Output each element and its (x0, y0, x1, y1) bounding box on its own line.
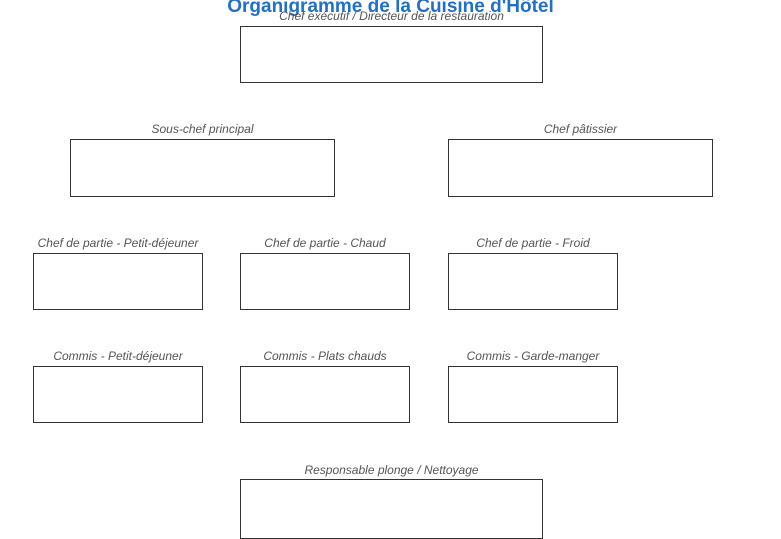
label-executive-chef: Chef exécutif / Directeur de la restaura… (279, 9, 504, 23)
box-cdp-breakfast (33, 253, 203, 310)
box-commis-hot (240, 366, 410, 423)
box-pastry-chef (448, 139, 713, 197)
label-commis-hot: Commis - Plats chauds (263, 349, 387, 363)
box-cdp-hot (240, 253, 410, 310)
label-commis-pantry: Commis - Garde-manger (466, 349, 600, 363)
box-executive-chef (240, 26, 543, 83)
box-commis-breakfast (33, 366, 203, 423)
label-cdp-breakfast: Chef de partie - Petit-déjeuner (37, 236, 199, 250)
chart-title: Organigramme de la Cuisine d'Hôtel (227, 0, 554, 17)
label-sous-chef: Sous-chef principal (151, 122, 254, 136)
label-dishwashing: Responsable plonge / Nettoyage (304, 463, 479, 477)
box-commis-pantry (448, 366, 618, 423)
label-pastry-chef: Chef pâtissier (543, 122, 618, 136)
label-commis-breakfast: Commis - Petit-déjeuner (53, 349, 183, 363)
box-sous-chef (70, 139, 335, 197)
label-cdp-cold: Chef de partie - Froid (476, 236, 590, 250)
label-cdp-hot: Chef de partie - Chaud (264, 236, 386, 250)
box-dishwashing (240, 479, 543, 539)
box-cdp-cold (448, 253, 618, 310)
